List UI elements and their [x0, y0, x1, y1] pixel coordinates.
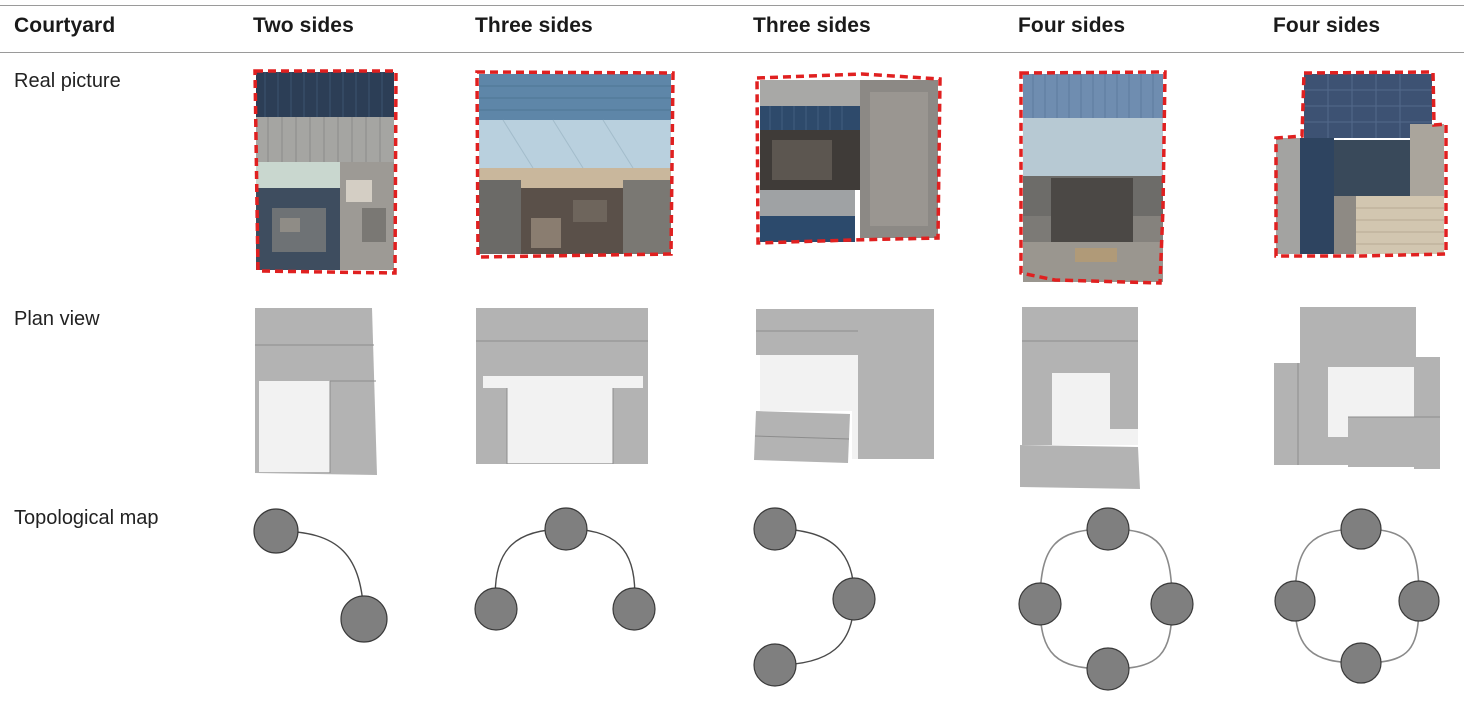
plan-view-three-sides-a	[476, 308, 648, 464]
header-col-5: Four sides	[1273, 14, 1381, 37]
topology-node	[340, 595, 388, 643]
header-courtyard: Courtyard	[14, 14, 116, 37]
topology-node	[1274, 580, 1316, 622]
topology-node	[612, 587, 656, 631]
header-rule	[0, 52, 1464, 53]
topology-node	[1086, 507, 1130, 551]
topology-node	[1340, 508, 1382, 550]
topology-three-sides-a	[474, 507, 656, 631]
topology-node	[753, 507, 797, 551]
top-rule	[0, 5, 1464, 6]
topology-node	[474, 587, 518, 631]
topology-node	[832, 577, 876, 621]
aerial-photo-four-sides-b	[1274, 70, 1448, 258]
row-label-real-picture: Real picture	[14, 70, 121, 92]
topology-node	[544, 507, 588, 551]
aerial-photo-two-sides	[253, 69, 398, 275]
plan-view-four-sides-a	[1020, 307, 1140, 489]
topology-two-sides	[253, 508, 388, 643]
topology-three-sides-b	[753, 507, 876, 687]
topology-four-sides-a	[1018, 507, 1194, 691]
aerial-photo-four-sides-a	[1019, 70, 1167, 285]
topology-node	[253, 508, 299, 554]
header-col-4: Four sides	[1018, 14, 1126, 37]
row-label-topological-map: Topological map	[14, 507, 159, 529]
header-col-2: Three sides	[475, 14, 593, 37]
aerial-photo-three-sides-b	[755, 72, 942, 245]
aerial-photo-three-sides-a	[475, 70, 675, 259]
topology-node	[1150, 582, 1194, 626]
header-col-1: Two sides	[253, 14, 354, 37]
row-label-plan-view: Plan view	[14, 308, 100, 330]
topology-node	[1018, 582, 1062, 626]
plan-view-three-sides-b	[754, 309, 934, 463]
topology-four-sides-b	[1274, 508, 1440, 684]
topology-node	[753, 643, 797, 687]
plan-view-four-sides-b	[1274, 307, 1440, 469]
header-col-3: Three sides	[753, 14, 871, 37]
plan-view-two-sides	[255, 308, 377, 475]
topology-node	[1340, 642, 1382, 684]
topology-node	[1398, 580, 1440, 622]
topology-node	[1086, 647, 1130, 691]
